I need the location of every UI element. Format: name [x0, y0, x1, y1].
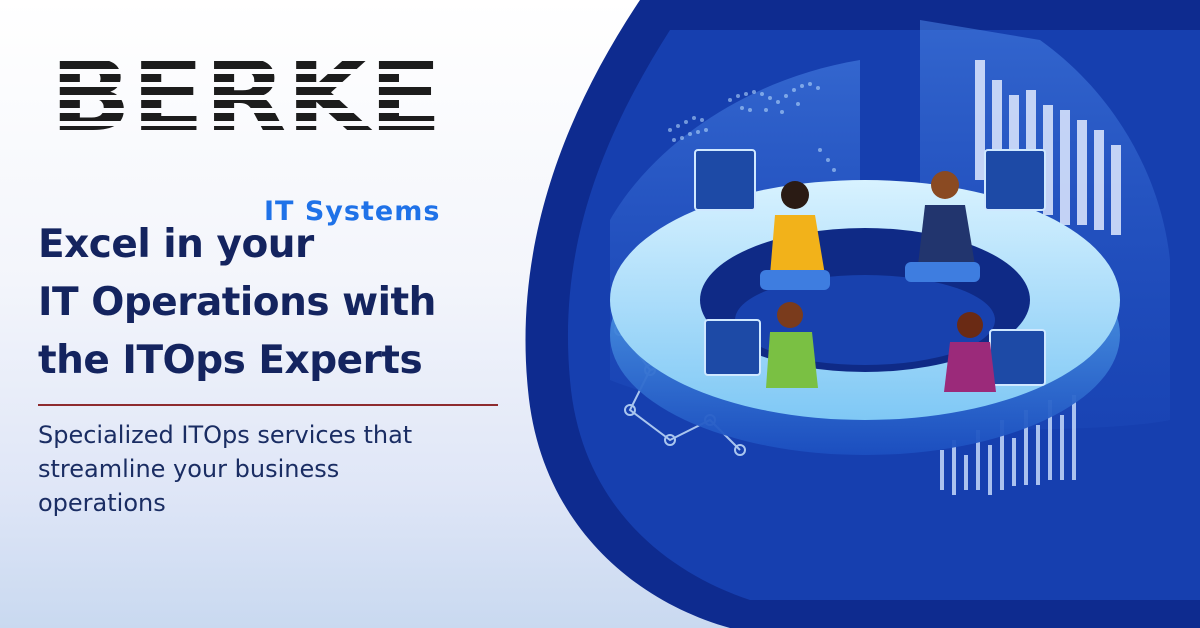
subheadline-line: streamline your business: [38, 455, 340, 483]
divider-line: [38, 404, 498, 406]
world-map: [668, 82, 836, 192]
person-purple-top: [944, 312, 996, 392]
headline-line: Excel in your: [38, 222, 314, 267]
logo-subtitle: IT Systems: [264, 196, 441, 227]
person-navy-suit: [905, 171, 980, 282]
person-yellow-shirt: [760, 181, 830, 290]
headline: Excel in your IT Operations with the ITO…: [38, 216, 518, 390]
subheadline: Specialized ITOps services that streamli…: [38, 418, 518, 520]
person-green-vest: [766, 302, 818, 388]
it-operations-illustration: [525, 0, 1200, 628]
subheadline-line: operations: [38, 489, 166, 517]
headline-line: IT Operations with: [38, 280, 436, 325]
svg-text:BERKE: BERKE: [50, 48, 442, 138]
headline-line: the ITOps Experts: [38, 338, 423, 383]
candlestick-decoration: [940, 395, 1076, 495]
subheadline-line: Specialized ITOps services that: [38, 421, 413, 449]
berke-wordmark: BERKE: [50, 48, 442, 138]
brand-logo: BERKE IT Systems: [50, 48, 450, 227]
